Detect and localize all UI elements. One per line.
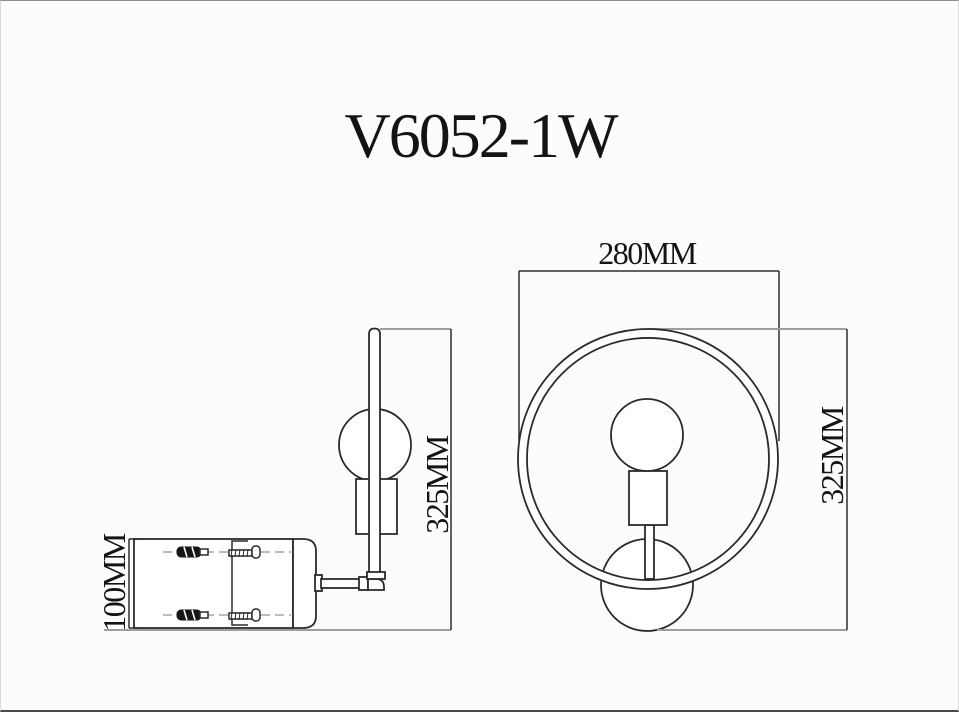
- arm-tube: [320, 578, 361, 589]
- anchor-tip-top: [199, 548, 209, 556]
- screw-head-bottom: [251, 608, 261, 622]
- screw-shaft-top: [228, 549, 253, 557]
- front-width-dimension-line: [518, 270, 780, 441]
- front-width-dimension-label: 280MM: [598, 234, 697, 271]
- side-view: [104, 327, 452, 631]
- mounting-bracket: [231, 540, 248, 626]
- wall-anchor-bottom: [176, 609, 202, 621]
- screw-head-top: [251, 545, 261, 559]
- front-height-dimension-label: 325MM: [813, 407, 850, 505]
- screw-threads-bottom: [230, 611, 249, 621]
- wall-anchor-top: [176, 546, 202, 558]
- bulb-front: [610, 398, 684, 472]
- side-depth-dimension-label: 100MM: [95, 534, 132, 632]
- stem: [644, 524, 655, 580]
- elbow-joint: [367, 578, 385, 591]
- model-title: V6052-1W: [344, 100, 619, 171]
- anchor-screw-top: [163, 545, 291, 559]
- canopy-cover-cap: [292, 538, 317, 629]
- anchor-screw-bottom: [163, 608, 291, 622]
- front-view: [517, 270, 848, 632]
- canopy-backplate: [133, 538, 294, 629]
- anchor-tip-bottom: [199, 611, 209, 619]
- screw-shaft-bottom: [228, 612, 253, 620]
- socket-front: [628, 470, 668, 526]
- elbow-collar: [366, 571, 386, 580]
- screw-threads-top: [230, 548, 249, 558]
- side-height-dimension-label: 325MM: [418, 436, 455, 534]
- ring-edge-rod: [368, 327, 381, 574]
- ring: [517, 328, 779, 590]
